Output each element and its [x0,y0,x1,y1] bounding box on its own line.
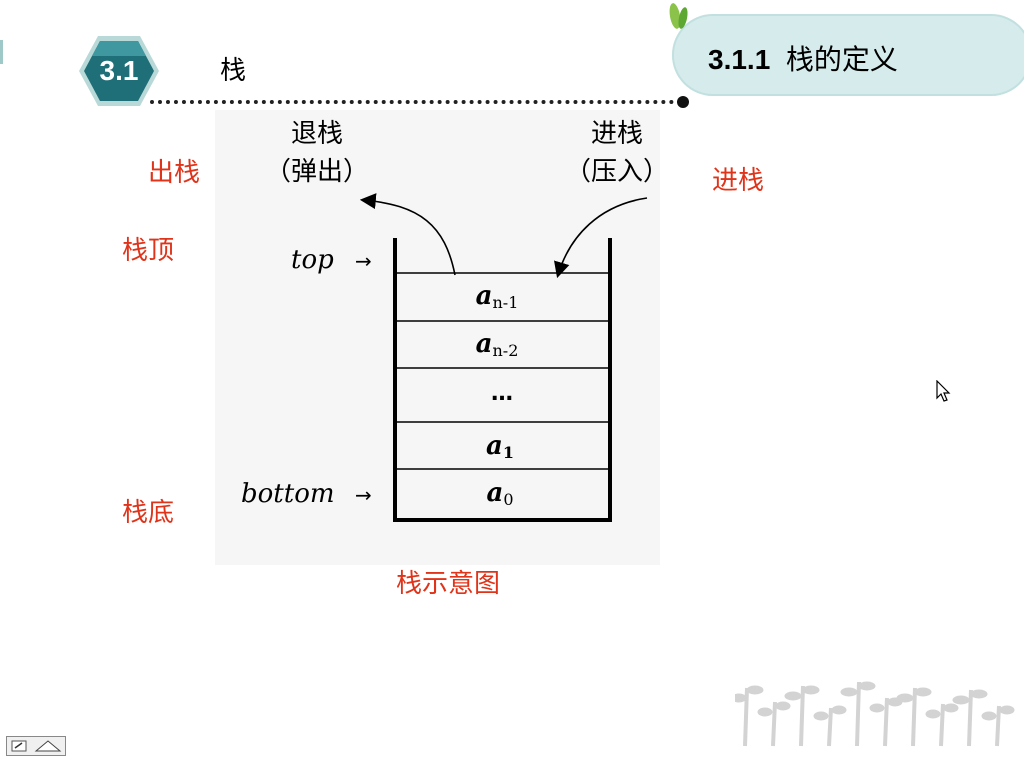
pop-label: 出栈 [148,158,201,188]
slideshow-toolbar[interactable] [6,736,66,756]
title-divider [150,100,682,104]
top-pointer-arrow: → [355,249,372,273]
stack-top-label: 栈顶 [122,236,175,266]
subsection-header-pill [672,14,1024,96]
divider-endpoint [677,96,689,108]
push-caption-line2: （压入） [565,157,660,187]
pen-icon[interactable] [11,740,27,752]
section-number: 3.1 [99,55,139,86]
push-caption-line1: 进栈 [591,119,643,149]
stack-cell-3: a1 [486,431,514,462]
left-edge-mark [0,40,3,64]
push-label: 进栈 [712,166,765,196]
menu-triangle-icon[interactable] [34,740,62,752]
subsection-name: 栈的定义 [785,44,898,75]
push-arrow [554,197,648,279]
subsection-title: 3.1.1 栈的定义 [708,38,898,78]
subsection-number: 3.1.1 [708,44,771,75]
section-badge-icon [79,36,159,106]
mouse-cursor-icon [936,380,951,402]
sprouts-decoration-icon [735,681,1015,747]
diagram-background [215,110,660,565]
bottom-pointer-arrow: → [355,483,372,507]
top-pointer-label: top [291,245,334,275]
stack-cell-2: … [491,381,513,406]
pop-caption-line1: 退栈 [291,119,343,149]
pop-caption-line2: （弹出） [265,157,369,187]
stack-container [393,238,612,522]
stack-diagram: 退栈 （弹出） 进栈 （压入） an-1 an-2 … a1 a0 top → … [215,110,660,565]
stack-cell-4: a0 [486,478,513,509]
stack-cell-1: an-2 [476,329,519,360]
stack-cell-0: an-1 [476,281,519,312]
diagram-caption: 栈示意图 [396,569,501,599]
stack-bottom-label: 栈底 [122,498,175,528]
bottom-pointer-label: bottom [241,479,335,509]
section-title: 栈 [220,56,247,86]
pop-arrow [359,193,456,276]
leaf-icon [669,3,688,29]
